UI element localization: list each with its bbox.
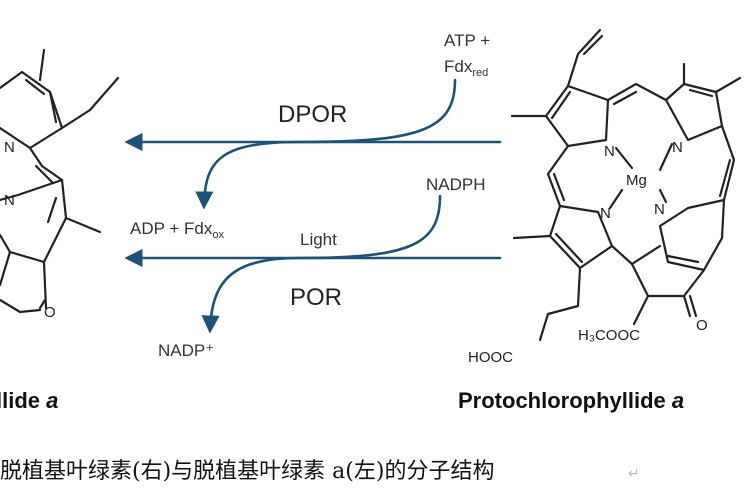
por-enzyme-label: POR (290, 284, 342, 311)
right-n-atom-4: N (654, 201, 665, 218)
left-n-atom-2: N (4, 192, 15, 209)
left-o-atom: O (44, 304, 56, 321)
carboxyl-label: HOOC (468, 349, 513, 366)
protochlorophyllide-name: Protochlorophyllide a (458, 388, 684, 413)
protochlorophyllide-structure (510, 28, 742, 342)
chlorophyllide-structure (0, 48, 120, 314)
fdx-red-label: Fdxred (444, 57, 488, 79)
nadp-output-curve (201, 256, 302, 334)
light-label: Light (300, 230, 337, 249)
right-n-atom-3: N (600, 205, 611, 222)
nadph-input-curve (298, 194, 442, 260)
adp-fdx-ox-label: ADP + Fdxox (130, 219, 224, 241)
nadph-label: NADPH (426, 175, 486, 194)
methyl-ester-label: H₃COOC (578, 327, 640, 344)
figure-caption: 脱植基叶绿素(右)与脱植基叶绿素 a(左)的分子结构 (0, 459, 494, 484)
nadp-plus-label: NADP⁺ (158, 341, 214, 360)
right-o-atom: O (696, 317, 708, 334)
mg-atom: Mg (626, 172, 647, 189)
adp-fdx-output-curve (195, 140, 302, 210)
right-n-atom-1: N (604, 143, 615, 160)
chlorophyllide-name: llide a (0, 388, 58, 413)
left-n-atom: N (4, 139, 15, 156)
right-n-atom-2: N (672, 139, 683, 156)
dpor-enzyme-label: DPOR (278, 101, 347, 128)
atp-label: ATP + (444, 31, 490, 50)
atp-fdx-input-curve (298, 78, 457, 144)
return-mark: ↵ (628, 466, 640, 482)
